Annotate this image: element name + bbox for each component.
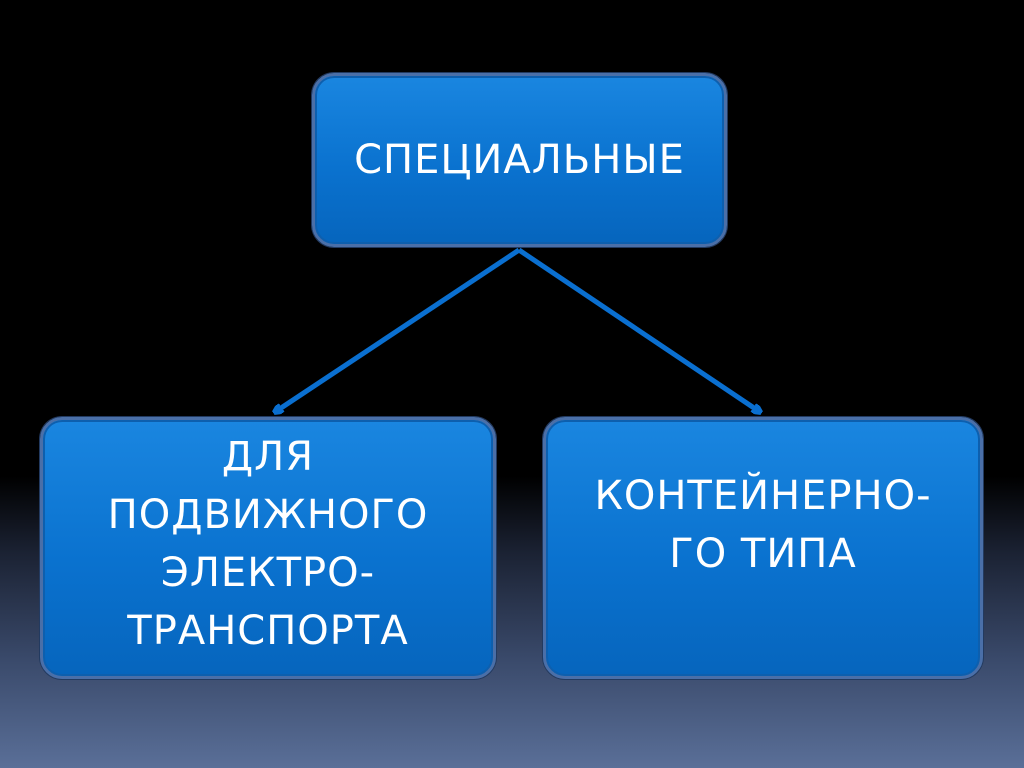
arrow-to-left-node — [275, 247, 521, 412]
root-node: СПЕЦИАЛЬНЫЕ — [312, 73, 727, 247]
arrow-to-right-node — [517, 247, 760, 412]
child-node-container-type: КОНТЕЙНЕРНО- ГО ТИПА — [543, 417, 983, 679]
child-node-container-type-label: КОНТЕЙНЕРНО- ГО ТИПА — [594, 473, 932, 577]
root-node-label: СПЕЦИАЛЬНЫЕ — [354, 137, 685, 183]
child-node-electric-transport: ДЛЯ ПОДВИЖНОГО ЭЛЕКТРО- ТРАНСПОРТА — [40, 417, 496, 679]
child-node-electric-transport-label: ДЛЯ ПОДВИЖНОГО ЭЛЕКТРО- ТРАНСПОРТА — [107, 434, 429, 654]
